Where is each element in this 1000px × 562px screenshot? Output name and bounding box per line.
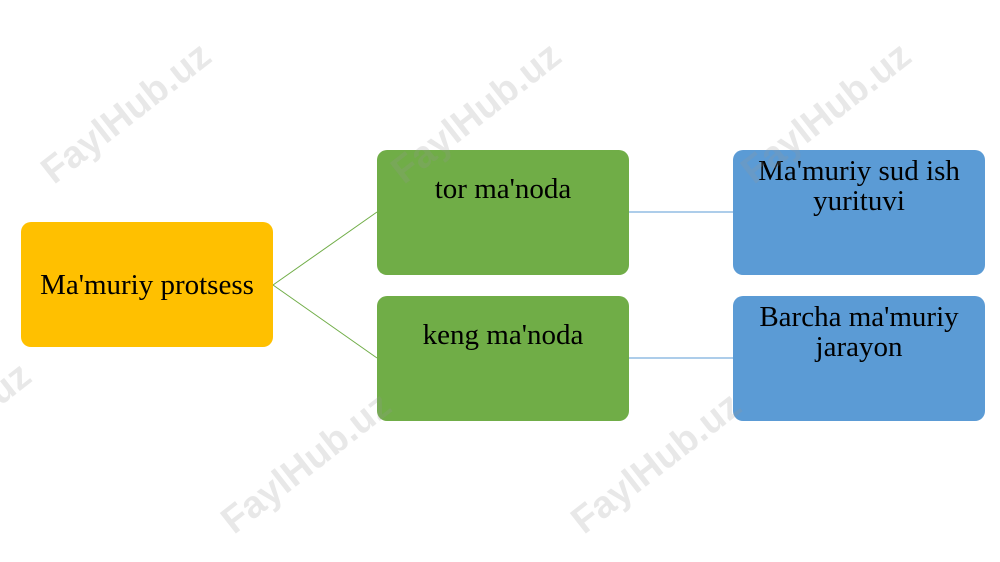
- leaf-node-line: Barcha ma'muriy: [759, 301, 959, 333]
- leaf-node-line: Ma'muriy sud ish: [758, 155, 960, 187]
- leaf-node-line: jarayon: [815, 331, 903, 363]
- leaf-node-line: yurituvi: [813, 185, 905, 217]
- branch-node-narrow: tor ma'noda: [377, 150, 629, 275]
- leaf-node-all-processes: Barcha ma'muriy jarayon: [733, 296, 985, 421]
- leaf-node-court-proceedings: Ma'muriy sud ish yurituvi: [733, 150, 985, 275]
- root-node-label: Ma'muriy protsess: [40, 268, 254, 301]
- branch-node-label: keng ma'noda: [422, 319, 584, 351]
- branch-node-label: tor ma'noda: [434, 173, 572, 205]
- connector-root-to-branch-1: [272, 211, 378, 286]
- branch-node-broad: keng ma'noda: [377, 296, 629, 421]
- root-node: Ma'muriy protsess: [21, 222, 273, 347]
- connector-root-to-branch-2: [272, 284, 378, 359]
